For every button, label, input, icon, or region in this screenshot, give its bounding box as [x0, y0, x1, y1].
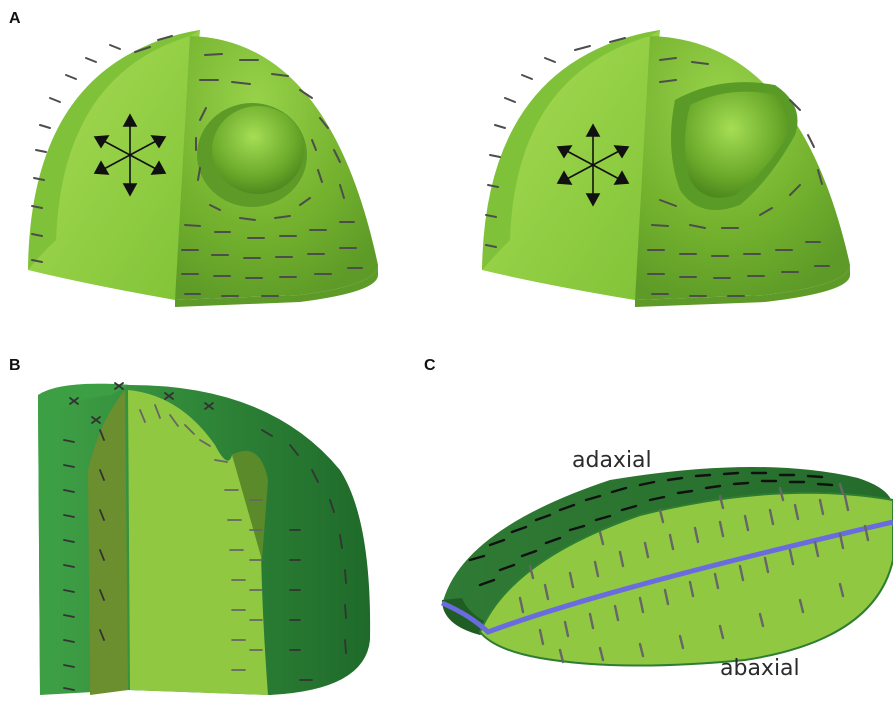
abaxial-label: abaxial: [720, 656, 800, 681]
panel-label-a: A: [9, 10, 21, 28]
panel-label-b: B: [9, 357, 21, 375]
adaxial-label: adaxial: [572, 448, 652, 473]
panel-a-right-dome: [482, 30, 850, 307]
panel-label-c: C: [424, 357, 436, 375]
panel-b-shoot-apex: [38, 384, 370, 695]
panel-a-left-dome: [28, 30, 378, 307]
